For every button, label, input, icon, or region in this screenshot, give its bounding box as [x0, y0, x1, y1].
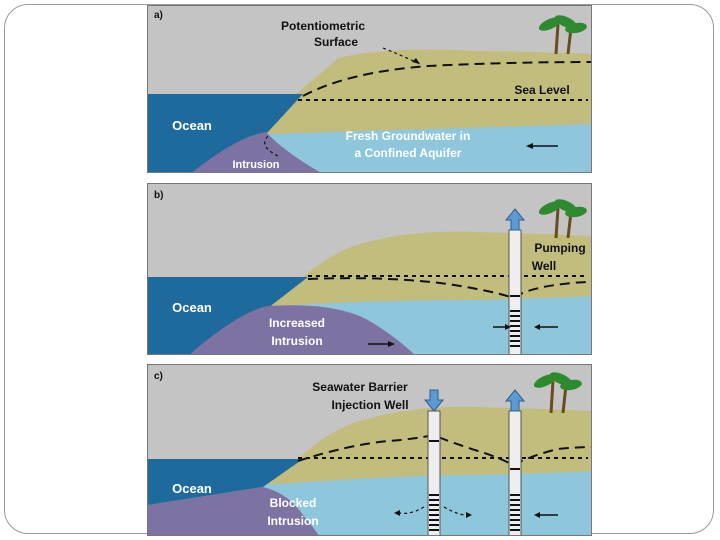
blocked-intrusion-wedge: [148, 487, 319, 535]
label-intrusion-1: Increased: [269, 316, 325, 330]
pumping-arrow-icon: [504, 208, 526, 231]
flow-arrowhead: [534, 512, 540, 518]
pumping-well: [508, 410, 522, 535]
label-well-1: Pumping: [534, 241, 585, 255]
potentiometric-surface-line: [302, 61, 591, 97]
ocean: [148, 459, 303, 505]
increased-intrusion-wedge: [190, 305, 414, 354]
intrusion-arrow: [264, 135, 279, 157]
label-well-2: Well: [532, 259, 556, 273]
label-intrusion: Intrusion: [232, 159, 279, 171]
potentiometric-surface-line: [297, 433, 591, 467]
label-intrusion-2: Intrusion: [271, 334, 322, 348]
panel-letter: a): [154, 10, 163, 21]
intrusion-wedge: [192, 132, 320, 172]
label-sea-level: Sea Level: [514, 83, 569, 97]
palm-tree-icon: [538, 15, 587, 55]
ocean: [148, 94, 303, 172]
palm-tree-icon: [538, 199, 587, 239]
intrusion-arrowhead: [388, 341, 395, 347]
panel-letter: b): [154, 190, 163, 201]
pumping-well: [508, 229, 522, 354]
pumping-arrow-icon: [504, 389, 526, 412]
injection-well: [427, 410, 441, 535]
label-fresh-2: a Confined Aquifer: [355, 146, 462, 160]
panel-b: b) Pumping Well Ocean Increased Intrusio…: [147, 183, 592, 355]
palm-tree-icon: [533, 372, 582, 414]
panel-c: c) Seawater Barrier Injection Well Ocean…: [147, 364, 592, 536]
ocean: [148, 277, 308, 354]
injection-arrow-icon: [423, 389, 445, 412]
outflow-arrow-right: [443, 506, 467, 516]
flow-arrowhead-left: [505, 324, 511, 330]
label-intrusion-1: Blocked: [270, 496, 317, 510]
panel-letter: c): [154, 371, 163, 382]
label-barrier-2: Injection Well: [331, 398, 408, 412]
label-surface-2: Surface: [314, 35, 358, 49]
potentiometric-surface-line: [307, 277, 591, 300]
outflow-arrow-left: [399, 506, 425, 514]
label-barrier-1: Seawater Barrier: [312, 380, 408, 394]
label-surface-1: Potentiometric: [281, 19, 365, 33]
label-ocean: Ocean: [172, 481, 212, 496]
label-intrusion-2: Intrusion: [267, 514, 318, 528]
panel-a: a) Potentiometric Surface Sea Level Ocea…: [147, 5, 592, 173]
label-ocean: Ocean: [172, 300, 212, 315]
flow-arrowhead-right: [534, 324, 540, 330]
label-ocean: Ocean: [172, 118, 212, 133]
label-fresh-1: Fresh Groundwater in: [346, 129, 471, 143]
outflow-arrowhead-right: [466, 512, 472, 518]
outflow-arrowhead-left: [394, 510, 400, 516]
flow-arrowhead: [526, 143, 533, 149]
surface-pointer-arrowhead: [412, 58, 420, 64]
